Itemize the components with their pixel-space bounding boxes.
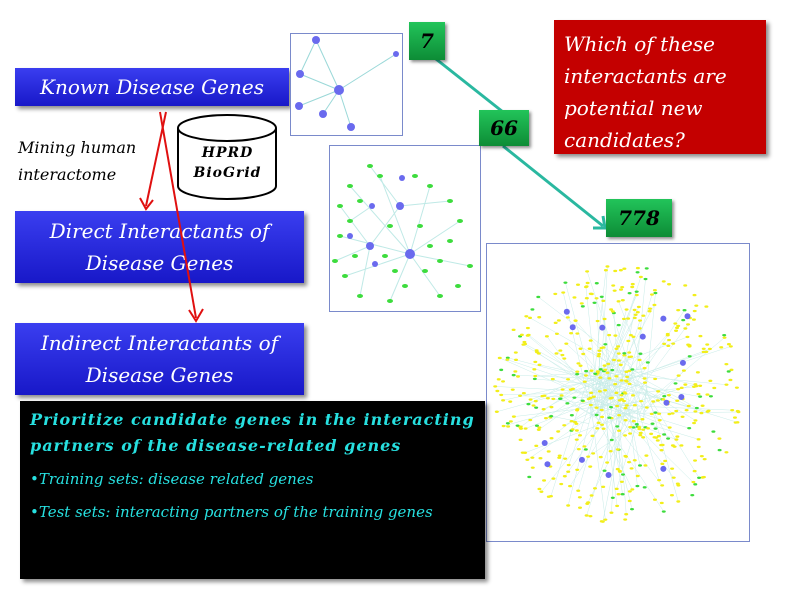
connector-7-to-66 <box>435 57 504 114</box>
direct-interactants-box: Direct Interactants of Disease Genes <box>15 211 304 283</box>
count-778-label: 778 <box>618 206 660 230</box>
summary-box: Prioritize candidate genes in the intera… <box>20 401 485 579</box>
mining-label-line2: interactome <box>18 165 117 184</box>
database-label-biogrid: BioGrid <box>193 165 262 181</box>
small-network-panel <box>290 33 403 136</box>
mining-label-line1: Mining human <box>18 138 137 157</box>
indirect-interactants-label-line2: Disease Genes <box>85 363 234 387</box>
medium-network-panel <box>329 145 481 312</box>
connector-66-to-778 <box>502 144 604 228</box>
count-66-label: 66 <box>490 116 518 140</box>
mining-label: Mining human interactome <box>18 134 136 188</box>
medium-network-graph <box>332 164 473 303</box>
direct-interactants-label-line1: Direct Interactants of <box>49 219 270 243</box>
arrow-to-direct-head <box>139 197 154 211</box>
bullet-dot-icon: • <box>30 470 39 488</box>
indirect-interactants-label-line1: Indirect Interactants of <box>40 331 279 355</box>
known-disease-genes-label: Known Disease Genes <box>40 75 264 99</box>
summary-bullet-2-text: Test sets: interacting partners of the t… <box>38 503 433 521</box>
database-label: HPRD BioGrid <box>180 143 275 183</box>
bullet-dot-icon: • <box>30 503 39 521</box>
large-network-graph <box>493 265 741 523</box>
database-cylinder-icon <box>177 114 277 200</box>
connector-arrowhead <box>593 215 607 230</box>
summary-bullet-1-text: Training sets: disease related genes <box>38 470 314 488</box>
count-badge-7: 7 <box>409 22 445 60</box>
direct-interactants-label-line2: Disease Genes <box>85 251 234 275</box>
count-badge-66: 66 <box>479 110 529 146</box>
question-box: Which of these interactants are potentia… <box>554 20 766 154</box>
summary-title: Prioritize candidate genes in the intera… <box>30 410 475 455</box>
known-disease-genes-box: Known Disease Genes <box>15 68 289 106</box>
summary-bullet-2: •Test sets: interacting partners of the … <box>30 502 475 522</box>
large-network-panel <box>486 243 750 542</box>
small-network-graph <box>295 36 399 131</box>
arrow-to-indirect <box>159 111 197 319</box>
database-label-hprd: HPRD <box>201 145 254 161</box>
count-7-label: 7 <box>420 29 434 53</box>
indirect-interactants-box: Indirect Interactants of Disease Genes <box>15 323 304 395</box>
question-text: Which of these interactants are potentia… <box>564 32 727 152</box>
arrow-to-indirect-head <box>188 308 204 323</box>
count-badge-778: 778 <box>606 199 672 237</box>
summary-bullet-1: •Training sets: disease related genes <box>30 469 475 489</box>
